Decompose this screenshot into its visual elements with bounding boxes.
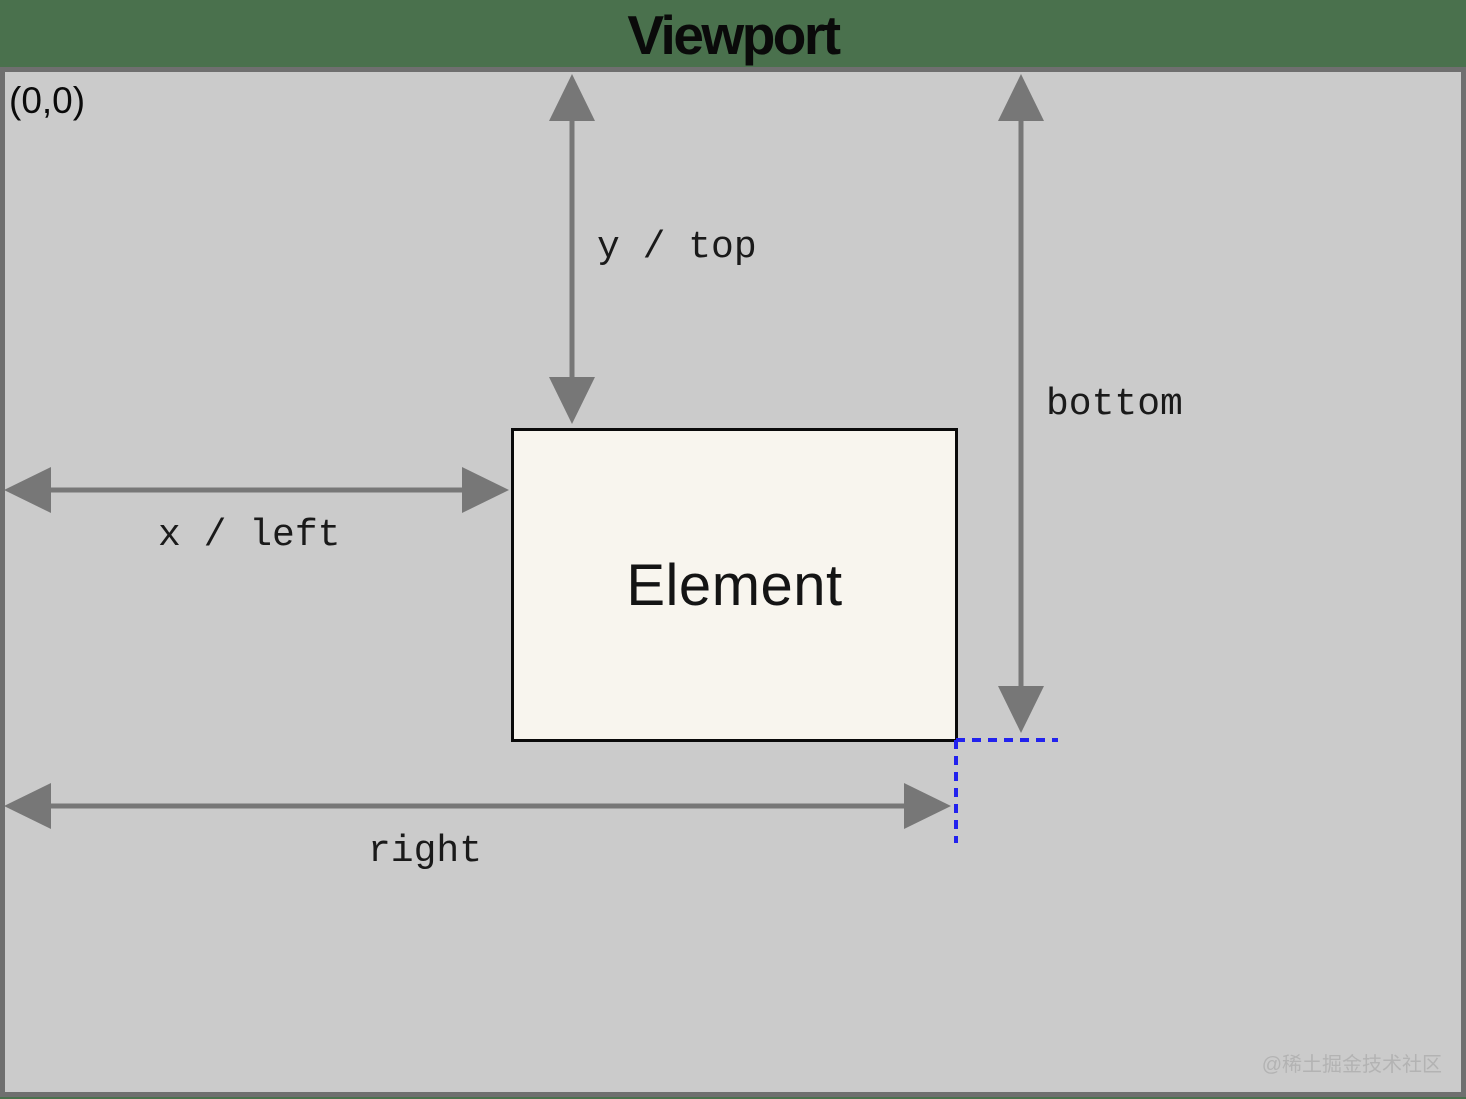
viewport-title: Viewport (627, 4, 841, 66)
y-top-label: y / top (597, 226, 757, 269)
watermark-text: @稀土掘金技术社区 (1261, 1054, 1442, 1076)
right-label: right (368, 830, 483, 873)
element-label: Element (626, 552, 843, 618)
x-left-label: x / left (158, 514, 341, 557)
origin-coordinate-label: (0,0) (9, 80, 86, 121)
bottom-label: bottom (1046, 383, 1183, 426)
element-box: Element (511, 428, 958, 742)
